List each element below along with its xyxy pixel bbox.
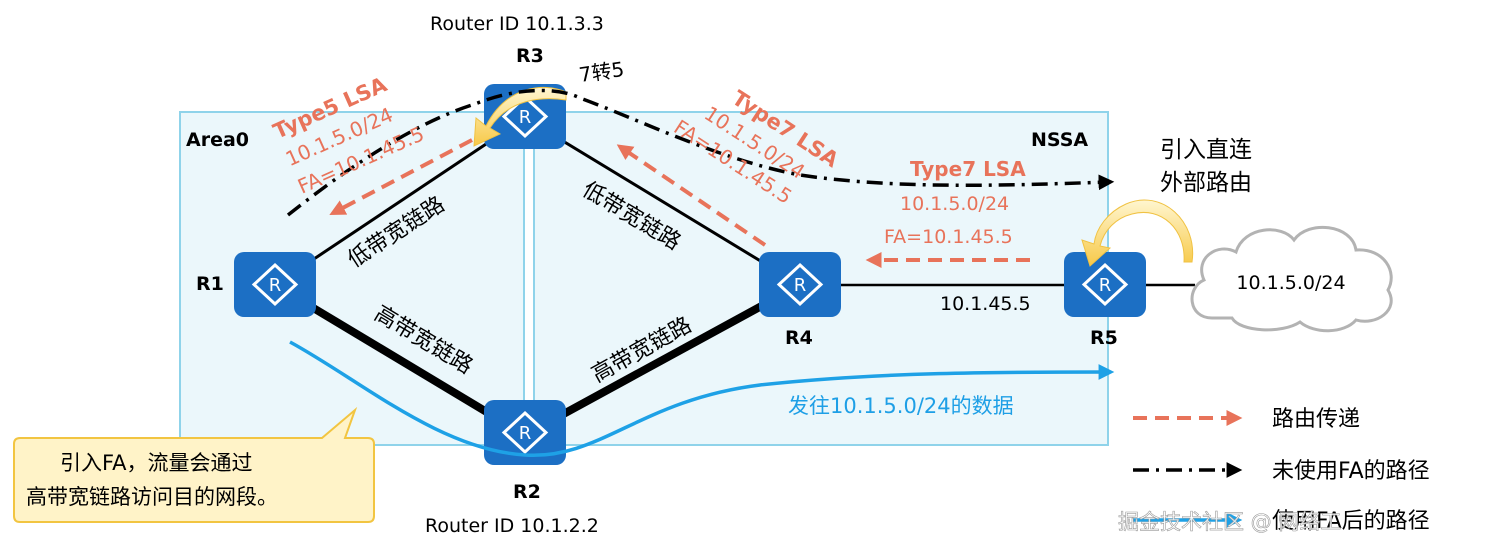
external-network-cloud: [1190, 225, 1393, 333]
router-r5: R: [1064, 252, 1146, 317]
data-flow-label: 发往10.1.5.0/24的数据: [788, 394, 1014, 418]
route-pass-arrow-r3-r1: [329, 138, 473, 215]
import-arrow: [1081, 199, 1194, 267]
router-r1: R: [234, 252, 316, 317]
router-glyph: R: [519, 423, 532, 444]
r2-router-id: Router ID 10.1.2.2: [425, 515, 599, 537]
r4-label: R4: [785, 327, 813, 349]
router-glyph: R: [794, 275, 807, 296]
r5-label: R5: [1090, 327, 1118, 349]
router-glyph: R: [1099, 275, 1112, 296]
link-r1-r2: [272, 281, 528, 439]
callout-line2: 高带宽链路访问目的网段。: [26, 485, 278, 509]
import-direct-line1: 引入直连: [1160, 137, 1252, 163]
link-r2-r4: [523, 281, 802, 439]
router-r3: R: [484, 84, 566, 149]
legend-label-no-fa: 未使用FA的路径: [1272, 459, 1430, 484]
r3-label: R3: [516, 45, 544, 67]
legend-label-fa: 使用FA后的路径: [1272, 509, 1430, 534]
type7-fa: FA=10.1.45.5: [884, 226, 1013, 248]
fa-callout: [13, 406, 375, 523]
r3-router-id: Router ID 10.1.3.3: [430, 13, 604, 35]
route-pass-arrow-r4-r3: [616, 144, 767, 247]
r1-label: R1: [196, 273, 224, 295]
import-direct-line2: 外部路由: [1160, 170, 1252, 196]
r2-label: R2: [513, 481, 541, 503]
router-r2: R: [484, 400, 566, 465]
area0-label: Area0: [186, 129, 249, 151]
router-glyph: R: [269, 275, 282, 296]
translate-arrow: [473, 86, 567, 147]
translate-7-to-5: 7转5: [577, 57, 625, 87]
callout-line1: 引入FA，流量会通过: [60, 451, 253, 475]
no-fa-path: [286, 88, 1115, 217]
nssa-label: NSSA: [1031, 129, 1088, 151]
router-r4: R: [759, 252, 841, 317]
router-glyph: R: [519, 107, 532, 128]
type7-prefix: 10.1.5.0/24: [900, 193, 1009, 215]
r4-r5-ip-label: 10.1.45.5: [940, 293, 1031, 315]
link-r1-r3: [274, 116, 526, 287]
cloud-network-label: 10.1.5.0/24: [1236, 272, 1345, 294]
legend-label-route-passing: 路由传递: [1272, 407, 1360, 432]
watermark: 掘金技术社区 @ 网络工: [1118, 510, 1341, 534]
link-r3-r4: [524, 116, 801, 287]
fa-path: [289, 340, 1115, 457]
type7-title: Type7 LSA: [910, 157, 1026, 181]
legend: 路由传递 未使用FA的路径 使用FA后的路径: [1133, 407, 1430, 534]
